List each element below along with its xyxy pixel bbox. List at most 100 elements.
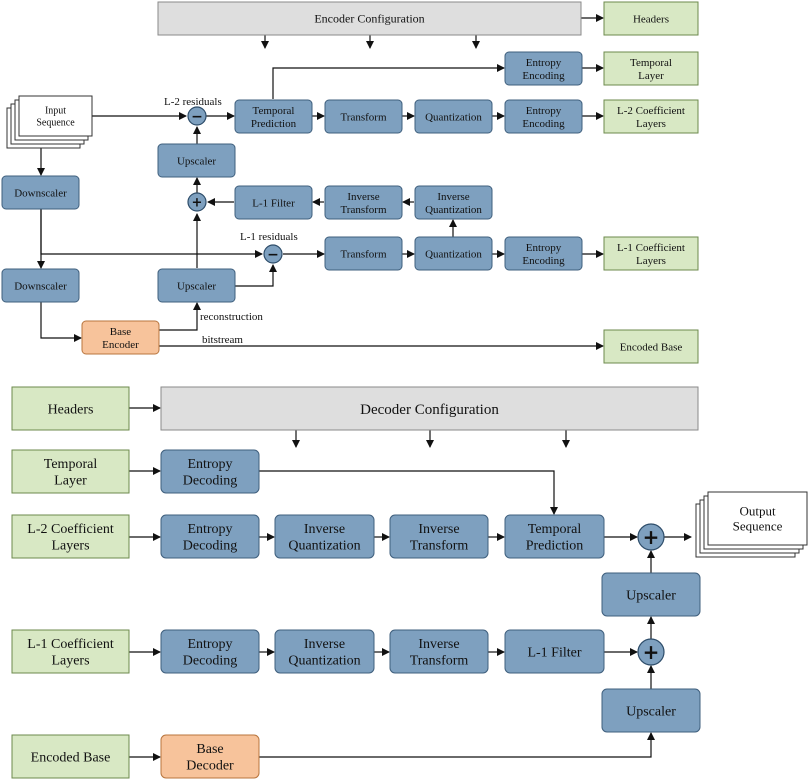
encoder-transform-l1: Transform bbox=[324, 236, 403, 271]
decoder-inverse-quantization-l2-label: Inverse bbox=[304, 522, 345, 537]
decoder-l1-coefficient-layers-input-label: Layers bbox=[51, 654, 89, 669]
encoder-downscaler-1: Downscaler bbox=[1, 175, 80, 210]
decoder-add-operator-bottom-sign: + bbox=[643, 640, 660, 664]
entropy-encoding-temporal-label: Entropy bbox=[526, 57, 562, 69]
bitstream-label: bitstream bbox=[202, 334, 243, 346]
output-sequence-label: Sequence bbox=[733, 519, 783, 534]
encoder-headers-output-label: Headers bbox=[633, 13, 669, 25]
encoder-l2-coefficient-layers-output-label: L-2 Coefficient bbox=[617, 105, 685, 117]
encoder-quantization-l2-label: Quantization bbox=[425, 111, 482, 123]
encoder-l2-coefficient-layers-output-box bbox=[603, 99, 699, 134]
temporal-to-entropy bbox=[272, 64, 505, 99]
entropy-decoding-l2-label: Decoding bbox=[183, 539, 237, 554]
base-encoder-label: Encoder bbox=[102, 339, 139, 351]
encoder-inverse-transform-label: Inverse bbox=[347, 191, 379, 203]
encoder-l1-filter-box bbox=[234, 185, 313, 220]
decoder-add-operator-top-circle bbox=[637, 523, 665, 551]
decoder-temporal-prediction-box bbox=[504, 514, 605, 559]
decoder-temporal-layer-input-label: Temporal bbox=[44, 457, 98, 472]
l2-subtract-operator-circle bbox=[187, 106, 207, 126]
entropy-decoding-temporal-label: Entropy bbox=[187, 457, 232, 472]
l1-residuals-label: L-1 residuals bbox=[240, 231, 298, 243]
encoder-temporal-layer-output-box bbox=[603, 51, 699, 86]
decoder-configuration-box bbox=[160, 386, 699, 431]
entropy-encoding-temporal-label: Encoding bbox=[522, 70, 565, 82]
decoder-encoded-base-input-box bbox=[11, 734, 130, 779]
downscaler2-to-base bbox=[40, 302, 82, 342]
encoder-downscaler-1-label: Downscaler bbox=[14, 187, 67, 199]
decoder-upscaler-top-label: Upscaler bbox=[626, 588, 676, 603]
entropy-encoding-l2-box bbox=[504, 99, 583, 134]
decoder-temporal-prediction-label: Prediction bbox=[526, 539, 584, 554]
decoder-l2-coefficient-layers-input-box bbox=[11, 514, 130, 559]
encoder-inverse-quantization-label: Quantization bbox=[425, 204, 482, 216]
decoder-temporal-layer-input-box bbox=[11, 449, 130, 494]
encoder-upscaler-bottom-box bbox=[157, 268, 236, 303]
decoder-inverse-transform-l2-label: Inverse bbox=[418, 522, 459, 537]
decoder-inverse-quantization-l2-box bbox=[274, 514, 375, 559]
decoder-add-operator-top: + bbox=[637, 523, 665, 551]
encoder-transform-l1-label: Transform bbox=[340, 248, 386, 260]
base-encoder-box bbox=[81, 320, 160, 355]
input-sequence-label: Input bbox=[45, 106, 66, 117]
encoder-transform-l2-label: Transform bbox=[340, 111, 386, 123]
entropy-decoding-l1-label: Decoding bbox=[183, 654, 237, 669]
encoder-temporal-prediction-box bbox=[234, 99, 313, 134]
entropy-encoding-l2-label: Entropy bbox=[526, 105, 562, 117]
encoder-inverse-quantization-label: Inverse bbox=[437, 191, 469, 203]
entropy-encoding-l2-label: Encoding bbox=[522, 118, 565, 130]
encoder-upscaler-bottom-label: Upscaler bbox=[177, 280, 216, 292]
encoder-configuration: Encoder Configuration bbox=[157, 1, 582, 36]
decoder-headers-input-box bbox=[11, 386, 130, 431]
base-encoder-label: Base bbox=[110, 326, 132, 338]
decoder-inverse-quantization-l1-box bbox=[274, 629, 375, 674]
downscaler1-to-l1sub bbox=[40, 209, 263, 258]
input-sequence-sheet bbox=[18, 95, 93, 137]
encoder-l1-coefficient-layers-output-label: Layers bbox=[636, 255, 666, 267]
encoder-quantization-l1-label: Quantization bbox=[425, 248, 482, 260]
decoder-inverse-transform-l2-box bbox=[389, 514, 489, 559]
entropy-decoding-l2-label: Entropy bbox=[187, 522, 232, 537]
decoder-l1-filter-label: L-1 Filter bbox=[527, 645, 581, 660]
decoder-inverse-transform-l1-label: Transform bbox=[410, 654, 469, 669]
decoder-l2-coefficient-layers-input-label: Layers bbox=[51, 539, 89, 554]
output-sequence-sheet bbox=[707, 491, 808, 546]
decoder-headers-input-label: Headers bbox=[48, 402, 94, 417]
encoder-encoded-base-output-label: Encoded Base bbox=[620, 341, 683, 353]
decoder-inverse-transform-l1-box bbox=[389, 629, 489, 674]
encoder-temporal-prediction-label: Prediction bbox=[251, 118, 297, 130]
entropy-decoding-l1-label: Entropy bbox=[187, 637, 232, 652]
encoder-quantization-l2: Quantization bbox=[414, 99, 493, 134]
decoder-upscaler-bottom-box bbox=[601, 688, 701, 733]
l2-subtract-operator-sign: − bbox=[191, 109, 203, 125]
l1-subtract-operator-circle bbox=[263, 244, 283, 264]
upscaler-bottom-to-l1sub bbox=[235, 264, 277, 287]
base-to-upscaler bbox=[159, 302, 201, 331]
encoder-temporal-layer-output-label: Layer bbox=[638, 70, 664, 82]
decoder-upscaler-bottom-label: Upscaler bbox=[626, 704, 676, 719]
decoder-configuration: Decoder Configuration bbox=[160, 386, 699, 431]
entropy-decoding-temporal-box bbox=[160, 449, 260, 494]
entropy-encoding-temporal-box bbox=[504, 51, 583, 86]
decoder-add-operator-top-sign: + bbox=[643, 525, 660, 549]
decoder-upscaler-top: Upscaler bbox=[601, 572, 701, 617]
input-sequence-label: Sequence bbox=[36, 117, 75, 128]
encoder-inverse-transform-label: Transform bbox=[340, 204, 386, 216]
entropy-decoding-l1-box bbox=[160, 629, 260, 674]
decoder-inverse-transform-l1-label: Inverse bbox=[418, 637, 459, 652]
decoder-add-operator-bottom: + bbox=[637, 638, 665, 666]
decoder-inverse-quantization-l2-label: Quantization bbox=[288, 539, 360, 554]
encoder-quantization-l1-box bbox=[414, 236, 493, 271]
